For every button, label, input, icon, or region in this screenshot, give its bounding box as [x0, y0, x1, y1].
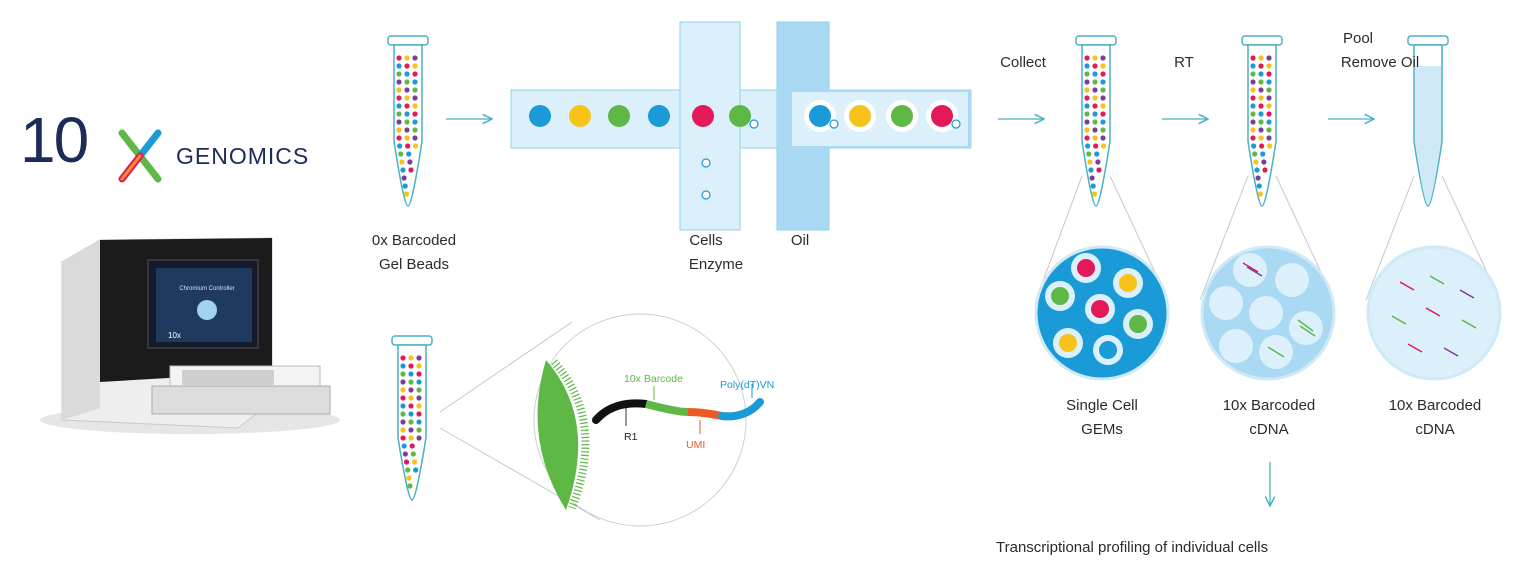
instrument-badge: 10x	[168, 331, 181, 340]
logo-number: 10	[20, 104, 89, 176]
gel-bead	[692, 105, 714, 127]
chromium-controller-instrument	[40, 237, 340, 434]
beads-label-line1: 0x Barcoded	[371, 232, 457, 249]
gems-label-line1: Single Cell	[1066, 397, 1138, 414]
oil-label: Oil	[790, 232, 810, 249]
cell-icon	[701, 190, 711, 200]
tube-icon	[1075, 35, 1117, 207]
tube-icon	[391, 335, 433, 501]
gel-bead	[648, 105, 670, 127]
gems-magnified-circle	[1034, 245, 1170, 381]
remove-oil-label: Remove Oil	[1340, 54, 1420, 71]
instrument-screen-title: Chromium Controller	[179, 286, 234, 292]
cdna1-label-line2: cDNA	[1249, 421, 1289, 438]
gel-bead	[608, 105, 630, 127]
gel-bead	[886, 100, 918, 132]
tube-icon	[387, 35, 429, 207]
gel-bead	[844, 100, 876, 132]
gel-bead	[529, 105, 551, 127]
cdna-magnified-circle-1	[1200, 245, 1336, 381]
cell-icon	[701, 158, 711, 168]
umi-label: UMI	[686, 439, 705, 451]
tube-icon	[1407, 35, 1449, 207]
gems-label-line2: GEMs	[1081, 421, 1123, 438]
cdna2-label-line1: 10x Barcoded	[1388, 397, 1482, 414]
gel-bead	[926, 100, 961, 132]
channel-beads	[529, 100, 961, 200]
logo-word: GENOMICS	[176, 143, 310, 169]
barcode-label: 10x Barcode	[624, 373, 683, 385]
rt-label: RT	[1174, 54, 1194, 71]
gel-bead	[729, 105, 759, 129]
r1-label: R1	[624, 431, 638, 443]
cdna2-label-line2: cDNA	[1415, 421, 1455, 438]
logo-x-mark	[118, 129, 162, 183]
cells-label: Cells	[689, 232, 723, 249]
pool-label: Pool	[1342, 30, 1374, 47]
footer-caption: Transcriptional profiling of individual …	[996, 539, 1269, 556]
gel-bead	[569, 105, 591, 127]
polydt-label: Poly(dT)VN	[720, 379, 774, 391]
cdna1-label-line1: 10x Barcoded	[1222, 397, 1316, 414]
tube-icon	[1241, 35, 1283, 207]
flow-arrows	[446, 119, 1374, 506]
collect-label: Collect	[1000, 54, 1046, 71]
tubes	[387, 35, 1449, 501]
cdna-magnified-circle-2	[1366, 245, 1502, 381]
gel-bead	[804, 100, 839, 132]
enzyme-label: Enzyme	[688, 256, 744, 273]
gel-bead-magnified	[533, 313, 764, 527]
beads-label-line2: Gel Beads	[378, 256, 450, 273]
